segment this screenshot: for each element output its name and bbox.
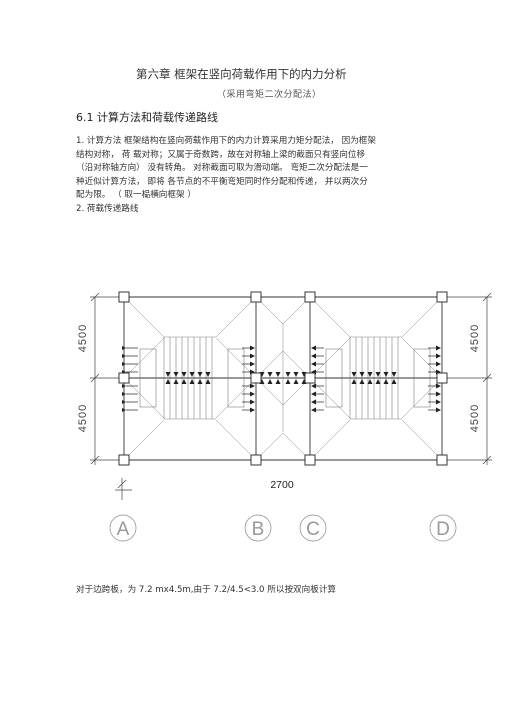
method-paragraph: 1. 计算方法 框架结构在竖向荷载作用下的内力计算采用力矩分配法， 因为框架 结… <box>76 135 421 203</box>
dimension-lines <box>90 292 492 500</box>
bay-dimension-label: 2700 <box>270 479 294 491</box>
step2-label: 2. 荷载传递路线 <box>76 204 139 214</box>
paragraph-line: 结构对称， 荷 载对称；又属于奇数跨，故在对称轴上梁的截面只有竖向位移 <box>76 149 366 160</box>
column-markers <box>118 291 448 466</box>
axis-label-c: C <box>306 519 320 540</box>
right-dim-bottom: 4500 <box>469 404 481 432</box>
axis-bubbles <box>109 514 457 542</box>
paragraph-line: 配为限。 （ 取一榀横向框架 ） <box>76 190 196 201</box>
paragraph-line: 种近似计算方法， 即将 各节点的不平衡弯矩同时作分配和传递， 并以两次分 <box>76 176 368 187</box>
arrow-heads <box>165 345 441 413</box>
paragraph-line: （沿对称轴方向） 没有转角。 对称截面可取为滑动端。 弯矩二次分配法是一 <box>76 163 368 174</box>
axis-label-a: A <box>117 519 130 540</box>
axis-label-b: B <box>252 519 265 540</box>
chapter-title: 第六章 框架在竖向荷载作用下的内力分析 <box>136 67 347 81</box>
left-dim-bottom: 4500 <box>77 404 89 432</box>
yield-lines <box>123 296 443 461</box>
paragraph-line: 1. 计算方法 框架结构在竖向荷载作用下的内力计算采用力矩分配法， 因为框架 <box>76 136 376 146</box>
left-dim-top: 4500 <box>77 324 89 352</box>
section-heading: 6.1 计算方法和荷载传递路线 <box>76 111 218 124</box>
chapter-subtitle: （采用弯矩二次分配法） <box>217 90 322 100</box>
axis-label-d: D <box>436 519 450 540</box>
slab-hatching <box>139 337 431 419</box>
right-dim-top: 4500 <box>469 324 481 352</box>
bottom-note: 对于边跨板，为 7.2 mx4.5m,由于 7.2/4.5<3.0 所以按双向板… <box>76 585 337 595</box>
